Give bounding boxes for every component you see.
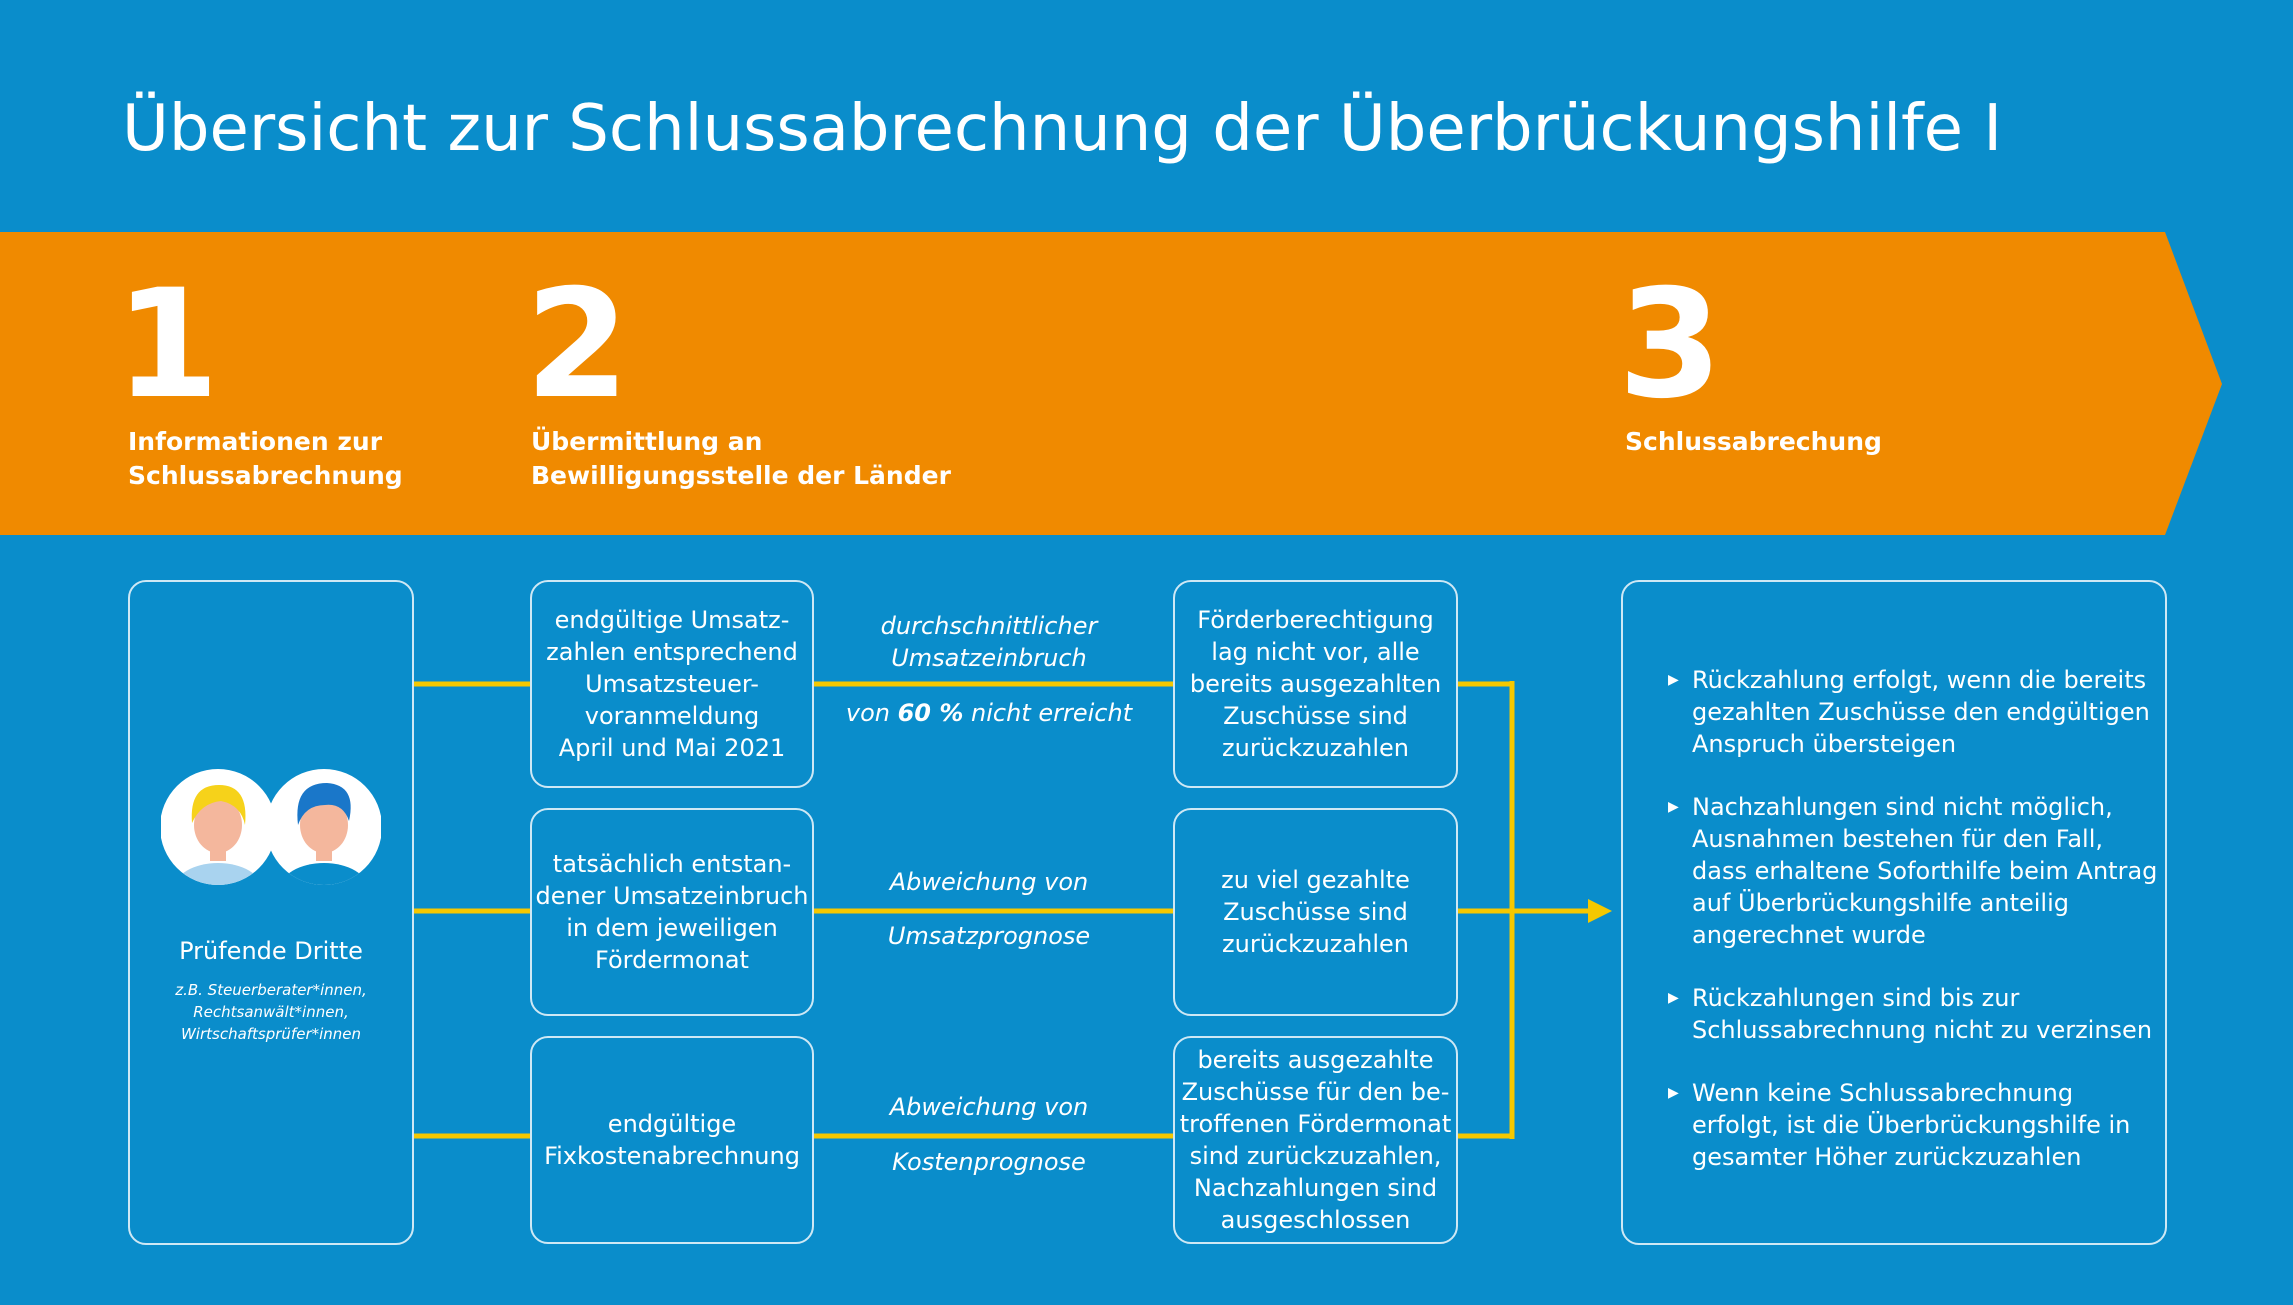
outcome-box-3-text: bereits ausgezahlte Zuschüsse für den be… [1179, 1046, 1452, 1234]
triangle-right-icon: ▶ [1668, 672, 1679, 688]
threshold-value: 60 % [897, 699, 964, 727]
outcome-box-2-text: zu viel gezahlte Zuschüsse sind zurückzu… [1221, 866, 1410, 958]
arrow-head-icon [1588, 899, 1612, 923]
input-box-1-text: endgültige Umsatz- zahlen entsprechend U… [546, 606, 798, 762]
third-party-box: Prüfende Dritte z.B. Steuerberater*innen… [128, 580, 414, 1245]
third-party-subtitle: z.B. Steuerberater*innen, Rechtsanwält*i… [175, 981, 367, 1043]
step-1-number: 1 [115, 258, 220, 432]
page-title: Übersicht zur Schlussabrechnung der Über… [122, 92, 2003, 166]
step-2-label: Übermittlung an Bewilligungsstelle der L… [531, 427, 951, 490]
condition-1-bottom: von 60 % nicht erreicht [845, 699, 1133, 727]
input-box-1: endgültige Umsatz- zahlen entsprechend U… [530, 580, 814, 788]
condition-3-bottom: Kostenprognose [892, 1148, 1086, 1176]
step-3-label: Schlussabrechung [1625, 427, 1882, 456]
condition-3-top: Abweichung von [889, 1093, 1089, 1121]
person-icon [160, 767, 382, 887]
result-list: ▶Rückzahlung erfolgt, wenn die bereits g… [1668, 664, 2157, 1204]
input-box-3-text: endgültige Fixkostenabrechnung [544, 1110, 800, 1170]
condition-2-top: Abweichung von [889, 868, 1089, 896]
step-3-number: 3 [1618, 258, 1723, 432]
outcome-box-1: Förderberechtigung lag nicht vor, alle b… [1173, 580, 1458, 788]
third-party-title: Prüfende Dritte [179, 937, 363, 965]
result-item: ▶Rückzahlung erfolgt, wenn die bereits g… [1668, 666, 2150, 758]
condition-1-top: durchschnittlicher Umsatzeinbruch [880, 612, 1098, 672]
triangle-right-icon: ▶ [1668, 990, 1679, 1006]
input-box-3: endgültige Fixkostenabrechnung [530, 1036, 814, 1244]
triangle-right-icon: ▶ [1668, 799, 1679, 815]
result-item: ▶Wenn keine Schlussabrechnung erfolgt, i… [1668, 1079, 2131, 1171]
result-item: ▶Nachzahlungen sind nicht möglich, Ausna… [1668, 793, 2158, 949]
outcome-box-3: bereits ausgezahlte Zuschüsse für den be… [1173, 1036, 1458, 1244]
input-box-2: tatsächlich entstan- dener Umsatzeinbruc… [530, 808, 814, 1016]
step-2-number: 2 [525, 258, 630, 432]
step-banner [0, 232, 2222, 535]
input-box-2-text: tatsächlich entstan- dener Umsatzeinbruc… [535, 850, 809, 974]
triangle-right-icon: ▶ [1668, 1085, 1679, 1101]
condition-2-bottom: Umsatzprognose [887, 922, 1091, 950]
result-item: ▶Rückzahlungen sind bis zur Schlussabrec… [1668, 984, 2153, 1044]
outcome-box-2: zu viel gezahlte Zuschüsse sind zurückzu… [1173, 808, 1458, 1016]
step-1-label: Informationen zur Schlussabrechnung [128, 427, 403, 490]
outcome-box-1-text: Förderberechtigung lag nicht vor, alle b… [1189, 606, 1442, 762]
result-box: ▶Rückzahlung erfolgt, wenn die bereits g… [1621, 580, 2167, 1245]
